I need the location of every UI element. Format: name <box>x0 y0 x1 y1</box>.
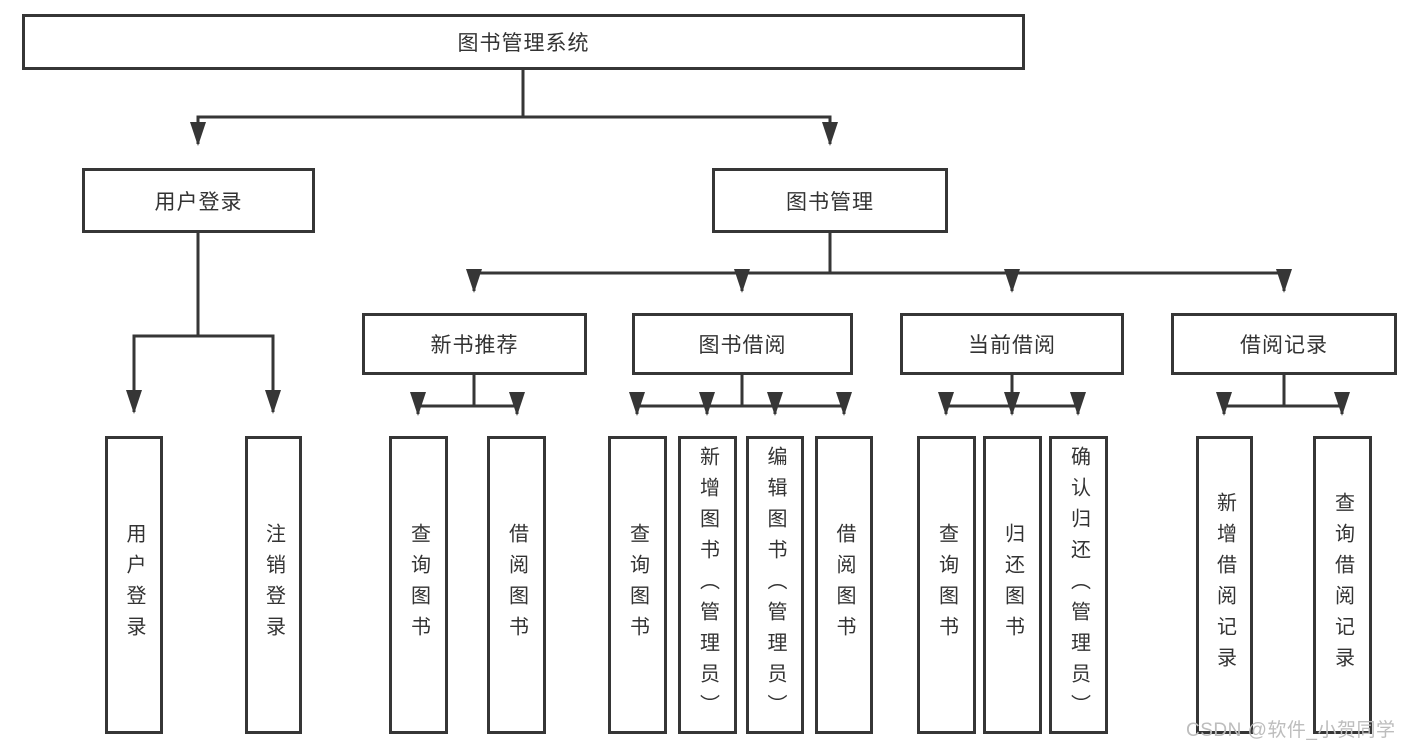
leaf-records-query-record: 查询借阅记录 <box>1313 436 1372 734</box>
leaf-borrow-borrow-books-label: 借阅图书 <box>833 523 855 647</box>
leaf-user-login-label: 用户登录 <box>123 523 145 647</box>
leaf-borrow-add-books-admin-label: 新增图书（管理员） <box>696 445 719 725</box>
leaf-logout-label: 注销登录 <box>262 523 285 647</box>
node-book-borrow: 图书借阅 <box>632 313 853 375</box>
node-root: 图书管理系统 <box>22 14 1025 70</box>
node-root-label: 图书管理系统 <box>457 32 590 55</box>
node-user-login-label: 用户登录 <box>154 190 243 214</box>
leaf-logout: 注销登录 <box>245 436 302 734</box>
leaf-records-query-record-label: 查询借阅记录 <box>1331 492 1354 678</box>
leaf-borrow-add-books-admin: 新增图书（管理员） <box>678 436 737 734</box>
node-borrow-records: 借阅记录 <box>1171 313 1397 375</box>
leaf-records-add-record: 新增借阅记录 <box>1196 436 1253 734</box>
leaf-borrow-borrow-books: 借阅图书 <box>815 436 873 734</box>
leaf-current-confirm-return-admin-label: 确认归还（管理员） <box>1067 445 1090 725</box>
leaf-current-confirm-return-admin: 确认归还（管理员） <box>1049 436 1108 734</box>
leaf-recommend-query-books-label: 查询图书 <box>407 523 430 647</box>
leaf-records-add-record-label: 新增借阅记录 <box>1213 492 1236 678</box>
leaf-current-query-books-label: 查询图书 <box>935 523 958 647</box>
csdn-watermark: CSDN @软件_小贺同学 <box>1186 720 1396 741</box>
leaf-borrow-edit-books-admin: 编辑图书（管理员） <box>746 436 804 734</box>
node-book-borrow-label: 图书借阅 <box>698 334 787 357</box>
leaf-recommend-query-books: 查询图书 <box>389 436 448 734</box>
node-book-management: 图书管理 <box>712 168 948 233</box>
leaf-current-query-books: 查询图书 <box>917 436 976 734</box>
leaf-user-login: 用户登录 <box>105 436 163 734</box>
leaf-borrow-edit-books-admin-label: 编辑图书（管理员） <box>764 445 786 725</box>
node-borrow-records-label: 借阅记录 <box>1240 334 1328 357</box>
leaf-borrow-query-books: 查询图书 <box>608 436 667 734</box>
node-book-management-label: 图书管理 <box>786 190 874 214</box>
leaf-current-return-books-label: 归还图书 <box>1001 523 1024 647</box>
node-current-borrow: 当前借阅 <box>900 313 1124 375</box>
leaf-borrow-query-books-label: 查询图书 <box>626 523 649 647</box>
leaf-recommend-borrow-books: 借阅图书 <box>487 436 546 734</box>
node-current-borrow-label: 当前借阅 <box>968 334 1056 357</box>
leaf-current-return-books: 归还图书 <box>983 436 1042 734</box>
node-new-book-recommend: 新书推荐 <box>362 313 587 375</box>
leaf-recommend-borrow-books-label: 借阅图书 <box>505 523 528 647</box>
node-new-book-recommend-label: 新书推荐 <box>430 334 519 357</box>
node-user-login: 用户登录 <box>82 168 315 233</box>
